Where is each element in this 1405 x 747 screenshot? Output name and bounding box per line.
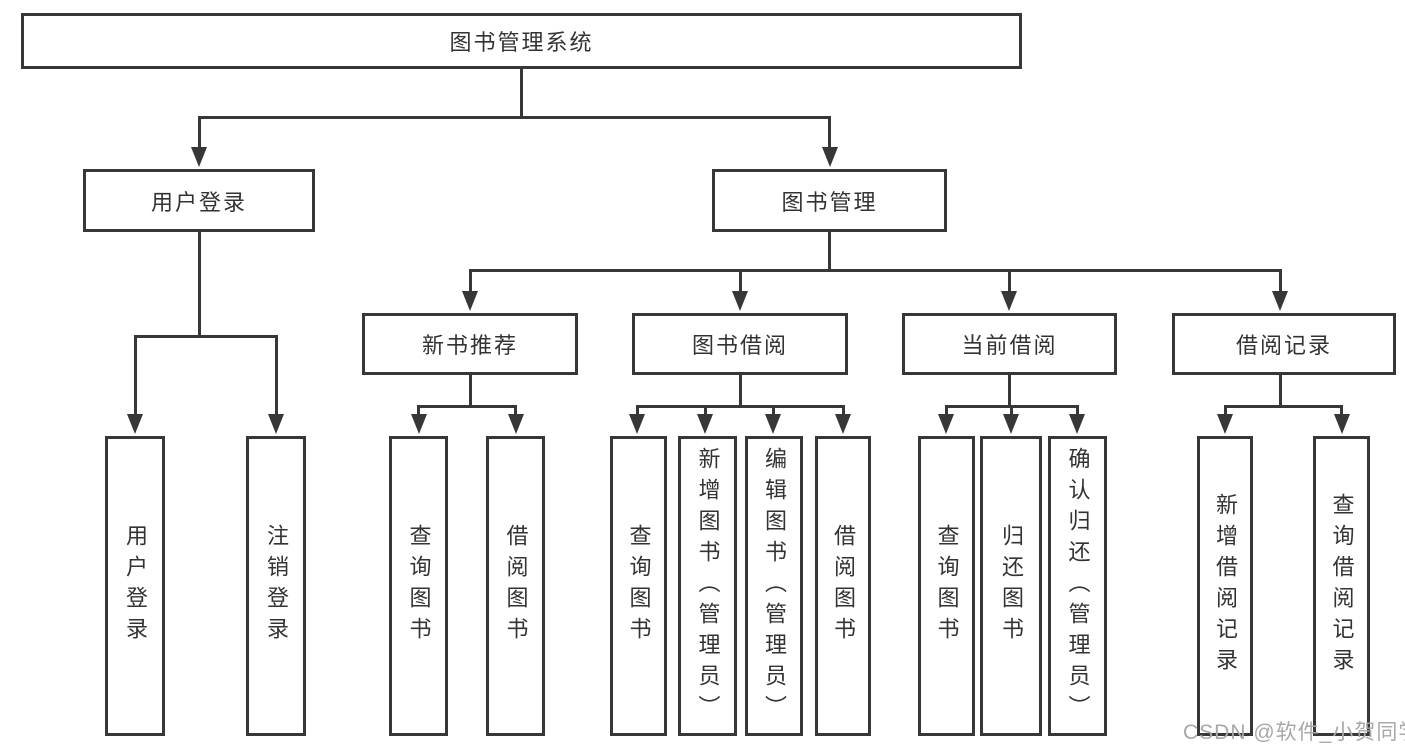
connector-arrow-shaft <box>738 270 742 295</box>
connector-root-distribution-line <box>197 115 831 119</box>
node-borrow-record-label: 借阅记录 <box>1235 333 1332 358</box>
leaf-query-books-recommend: 查询图书 <box>389 436 448 736</box>
leaf-query-borrow-record-label: 查询借阅记录 <box>1329 493 1355 679</box>
leaf-return-books-label: 归还图书 <box>999 524 1024 648</box>
arrowhead-down-icon <box>268 414 284 434</box>
arrowhead-down-icon <box>1217 414 1233 434</box>
leaf-edit-books-admin: 编辑图书（管理员） <box>745 436 803 736</box>
connector-root-stem <box>519 69 523 117</box>
node-root-label: 图书管理系统 <box>449 30 594 55</box>
connector-arrow-shaft <box>133 336 137 418</box>
connector-user-login-stem <box>197 232 201 336</box>
connector-arrow-shaft <box>1223 406 1227 418</box>
arrowhead-down-icon <box>127 414 143 434</box>
leaf-query-borrow-record: 查询借阅记录 <box>1313 436 1370 736</box>
leaf-query-books-current: 查询图书 <box>918 436 975 736</box>
leaf-return-books: 归还图书 <box>980 436 1042 736</box>
connector-arrow-shaft <box>1007 270 1011 295</box>
connector-new-book-stem <box>468 375 472 407</box>
arrowhead-down-icon <box>191 147 207 167</box>
node-borrow-record: 借阅记录 <box>1172 313 1396 375</box>
connector-arrow-shaft <box>1278 270 1282 295</box>
node-user-login-label: 用户登录 <box>150 189 247 215</box>
leaf-edit-books-admin-label: 编辑图书（管理员） <box>762 446 787 726</box>
leaf-borrow-books-recommend: 借阅图书 <box>486 436 545 736</box>
node-current-borrow-label: 当前借阅 <box>961 333 1058 358</box>
arrowhead-down-icon <box>1001 291 1017 311</box>
connector-book-borrow-stem <box>738 375 742 407</box>
node-book-borrow: 图书借阅 <box>632 313 848 375</box>
csdn-watermark: CSDN @软件_小贺同学 <box>1183 721 1405 744</box>
connector-arrow-shaft <box>274 336 278 418</box>
leaf-confirm-return-admin-label: 确认归还（管理员） <box>1065 446 1091 726</box>
connector-borrow-record-distribution-line <box>1223 404 1343 408</box>
connector-user-login-distribution-line <box>133 334 278 338</box>
connector-arrow-shaft <box>841 406 845 418</box>
arrowhead-down-icon <box>410 414 427 434</box>
node-current-borrow: 当前借阅 <box>902 313 1117 375</box>
arrowhead-down-icon <box>629 414 645 434</box>
leaf-user-login: 用户登录 <box>105 436 165 736</box>
connector-book-borrow-distribution-line <box>635 404 845 408</box>
leaf-user-login-label: 用户登录 <box>123 524 148 648</box>
leaf-borrow-books-label: 借阅图书 <box>831 524 856 648</box>
node-new-book-recommend-label: 新书推荐 <box>421 333 518 358</box>
leaf-borrow-books: 借阅图书 <box>815 436 871 736</box>
arrowhead-down-icon <box>697 414 713 434</box>
arrowhead-down-icon <box>821 147 838 167</box>
arrowhead-down-icon <box>1333 414 1350 434</box>
node-root-library-system: 图书管理系统 <box>21 13 1022 69</box>
leaf-query-books-recommend-label: 查询图书 <box>406 524 432 648</box>
leaf-logout: 注销登录 <box>246 436 306 736</box>
arrowhead-down-icon <box>1003 414 1019 434</box>
node-new-book-recommend: 新书推荐 <box>362 313 578 375</box>
connector-arrow-shaft <box>944 406 948 418</box>
arrowhead-down-icon <box>507 414 524 434</box>
connector-borrow-record-stem <box>1278 375 1282 407</box>
node-user-login: 用户登录 <box>83 169 315 232</box>
arrowhead-down-icon <box>938 414 954 434</box>
leaf-logout-label: 注销登录 <box>264 524 289 648</box>
node-book-management: 图书管理 <box>712 169 947 232</box>
arrowhead-down-icon <box>1272 291 1288 311</box>
connector-arrow-shaft <box>514 406 517 418</box>
connector-arrow-shaft <box>1075 406 1079 418</box>
connector-new-book-distribution-line <box>417 404 517 408</box>
connector-level2-distribution-line <box>468 268 1282 272</box>
node-book-borrow-label: 图书借阅 <box>691 333 788 358</box>
connector-arrow-shaft <box>703 406 707 418</box>
connector-arrow-shaft <box>635 406 639 418</box>
connector-arrow-shaft <box>828 117 831 151</box>
arrowhead-down-icon <box>462 291 478 311</box>
leaf-borrow-books-recommend-label: 借阅图书 <box>503 524 529 648</box>
arrowhead-down-icon <box>765 414 781 434</box>
leaf-query-books-current-label: 查询图书 <box>934 524 960 648</box>
connector-arrow-shaft <box>1340 406 1343 418</box>
arrowhead-down-icon <box>835 414 851 434</box>
arrowhead-down-icon <box>732 291 748 311</box>
leaf-add-books-admin: 新增图书（管理员） <box>678 436 737 736</box>
connector-current-borrow-stem <box>1007 375 1011 407</box>
node-book-management-label: 图书管理 <box>781 189 878 215</box>
connector-arrow-shaft <box>197 117 201 151</box>
connector-arrow-shaft <box>468 270 472 295</box>
connector-arrow-shaft <box>417 406 420 418</box>
leaf-add-borrow-record: 新增借阅记录 <box>1197 436 1253 736</box>
connector-arrow-shaft <box>1009 406 1013 418</box>
connector-arrow-shaft <box>771 406 775 418</box>
leaf-add-borrow-record-label: 新增借阅记录 <box>1213 493 1238 679</box>
leaf-add-books-admin-label: 新增图书（管理员） <box>695 446 721 726</box>
leaf-confirm-return-admin: 确认归还（管理员） <box>1048 436 1107 736</box>
leaf-query-books-borrow: 查询图书 <box>610 436 667 736</box>
arrowhead-down-icon <box>1069 414 1085 434</box>
connector-book-management-stem <box>828 232 831 270</box>
leaf-query-books-borrow-label: 查询图书 <box>626 524 652 648</box>
